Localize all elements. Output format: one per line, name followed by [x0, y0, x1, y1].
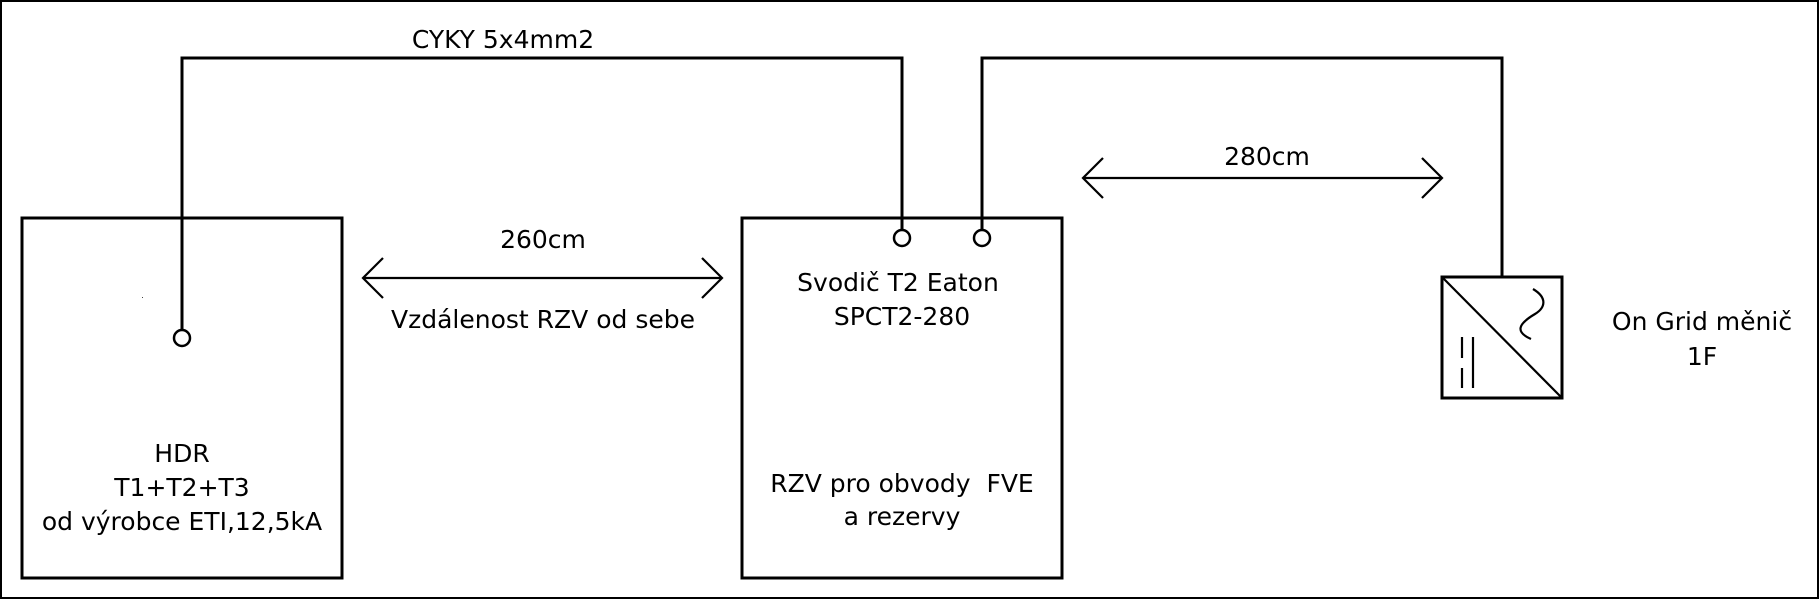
inverter-label-phase: 1F: [1687, 342, 1717, 371]
rzv-box: Svodič T2 Eaton SPCT2-280 RZV pro obvody…: [740, 216, 1064, 580]
inverter-label-name: On Grid měnič: [1612, 307, 1792, 336]
rzv-device-name: Svodič T2 Eaton: [797, 268, 999, 297]
hdr-label-type: T1+T2+T3: [113, 473, 249, 502]
hdr-terminal-icon: [172, 328, 192, 348]
distance-2-value: 280cm: [1224, 142, 1310, 171]
rzv-terminal-2-icon: [972, 228, 992, 248]
distance-arrow-1: 260cm Vzdálenost RZV od sebe: [361, 225, 724, 334]
arrow-left-icon: [1081, 157, 1104, 199]
rzv-purpose-line-1: RZV pro obvody FVE: [770, 469, 1033, 498]
inverter-symbol: [1440, 275, 1564, 400]
arrow-right-icon: [701, 257, 724, 299]
hdr-box-outline: [20, 216, 344, 580]
cable-label: CYKY 5x4mm2: [412, 25, 594, 54]
arrow-left-icon: [361, 257, 384, 299]
distance-arrow-2: 280cm: [1081, 142, 1444, 199]
arrow-right-icon: [1421, 157, 1444, 199]
cable-wire-rzv-to-inverter: [980, 56, 1504, 277]
inverter-box-outline: [1440, 275, 1564, 400]
rzv-purpose-line-2: a rezervy: [844, 502, 961, 531]
distance-1-value: 260cm: [500, 225, 586, 254]
inverter-diagonal: [1441, 276, 1563, 399]
hdr-label-maker: od výrobce ETI,12,5kA: [42, 507, 322, 536]
rzv-terminal-1-icon: [892, 228, 912, 248]
distance-1-caption: Vzdálenost RZV od sebe: [391, 305, 695, 334]
hdr-box: HDR T1+T2+T3 od výrobce ETI,12,5kA: [20, 216, 344, 580]
stray-dot: [142, 297, 143, 298]
ac-tilde-icon: [1519, 288, 1545, 341]
hdr-label-name: HDR: [154, 439, 209, 468]
rzv-device-model: SPCT2-280: [834, 302, 970, 331]
cable-wire-hdr-to-rzv: [180, 56, 904, 330]
rzv-box-outline: [740, 216, 1064, 580]
